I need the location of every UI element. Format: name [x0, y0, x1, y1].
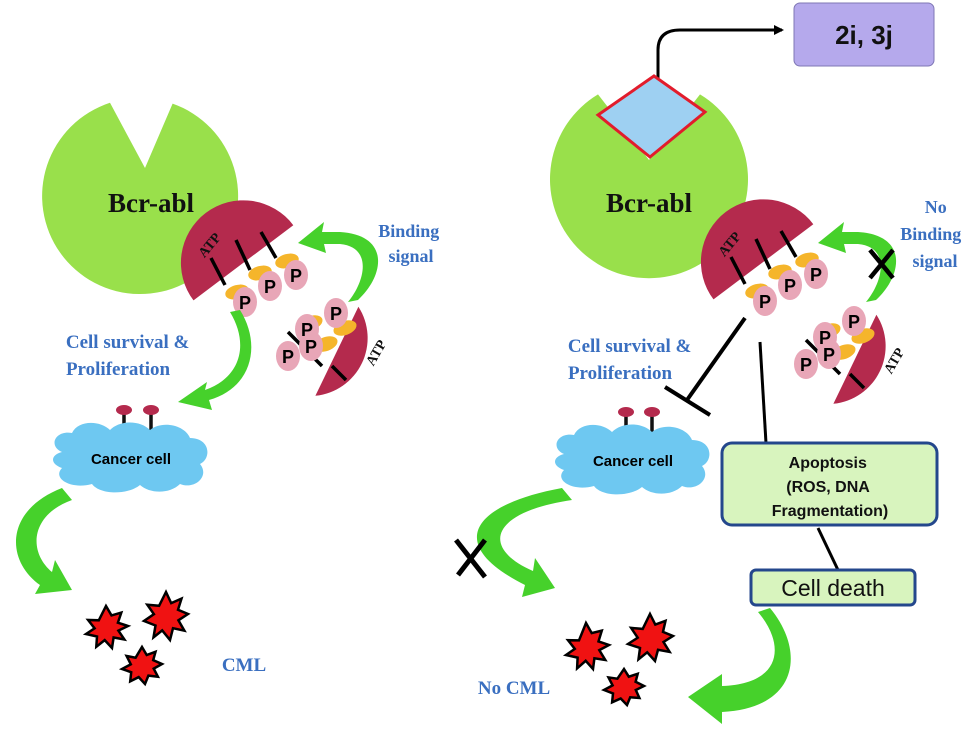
cancer-cell-cloud — [555, 424, 710, 495]
phosphate-label: P — [301, 320, 313, 340]
phosphate-label: P — [784, 276, 796, 296]
binding-signal-arrow — [818, 222, 897, 302]
cancer-cell-cloud — [53, 422, 208, 493]
top-phosphates: P P P — [233, 260, 308, 317]
phosphate-label: P — [848, 312, 860, 332]
red-star — [118, 644, 165, 687]
red-star — [625, 611, 676, 664]
top-bond-lines — [209, 231, 278, 286]
atp-top-domain — [700, 199, 814, 300]
cell-death-arrow — [688, 608, 791, 724]
cancer-cell-right: Cancer cell — [555, 407, 710, 495]
binding-signal-label: Binding signal — [378, 221, 444, 266]
phosphate-label: P — [290, 266, 302, 286]
red-star — [601, 666, 647, 708]
apoptosis-connector — [758, 341, 768, 444]
no-binding-signal-label: No Binding signal — [900, 197, 966, 271]
bottom-phosphates: P P P P — [794, 306, 866, 379]
compound-label: 2i, 3j — [835, 20, 893, 50]
phosphate-label: P — [330, 304, 342, 324]
compound-box — [793, 2, 935, 67]
atp-top-domain — [180, 200, 294, 301]
cell-survival-label: Cell survival & Proliferation — [568, 336, 696, 384]
phosphate-label: P — [823, 345, 835, 365]
block-x-mark — [454, 538, 487, 579]
cml-label: CML — [222, 655, 266, 676]
phosphate-label: P — [282, 347, 294, 367]
no-cml-label: No CML — [478, 678, 550, 699]
cml-cells — [562, 611, 676, 708]
cml-cells — [82, 589, 191, 687]
cell-death-connector — [816, 527, 840, 571]
cancer-cell-label: Cancer cell — [91, 451, 171, 468]
top-phosphates: P P P — [753, 259, 828, 316]
binding-signal-arrow — [298, 222, 379, 302]
cancer-cell-left: Cancer cell — [53, 405, 208, 493]
bcr-abl-label: Bcr-abl — [606, 188, 692, 218]
apoptosis-box — [720, 441, 939, 527]
bottom-phosphates: P P P P — [276, 298, 348, 371]
atp-bottom-label: ATP — [364, 337, 391, 368]
phosphate-label: P — [819, 328, 831, 348]
cell-survival-label: Cell survival & Proliferation — [66, 332, 194, 380]
block-x-mark — [868, 248, 895, 280]
bcr-abl-enzyme — [550, 94, 748, 279]
cancer-cell-label: Cancer cell — [593, 453, 673, 470]
inhibition-t-bar — [663, 316, 747, 417]
compound-arrow — [656, 25, 784, 84]
red-star — [141, 589, 191, 643]
cell-death-box — [749, 568, 917, 607]
left-panel: Bcr-abl ATP P P P ATP — [16, 102, 444, 687]
red-star — [82, 603, 132, 651]
to-cml-arrow — [16, 488, 72, 594]
apoptosis-label: Apoptosis (ROS, DNA Fragmentation) — [772, 455, 888, 520]
top-bond-lines — [729, 230, 798, 285]
red-star — [562, 620, 613, 672]
cell-death-label: Cell death — [781, 575, 885, 601]
phosphate-label: P — [305, 337, 317, 357]
inhibitor-diamond — [595, 74, 708, 159]
to-cml-arrow-blocked — [476, 488, 572, 597]
bcr-abl-label: Bcr-abl — [108, 188, 194, 218]
atp-bottom-label: ATP — [882, 345, 909, 376]
phosphate-label: P — [810, 265, 822, 285]
right-panel: 2i, 3j Bcr-abl ATP P P P ATP — [454, 2, 966, 724]
proliferation-arrow — [178, 310, 252, 410]
phosphate-label: P — [264, 277, 276, 297]
phosphate-label: P — [800, 355, 812, 375]
phosphate-label: P — [239, 293, 251, 313]
phosphate-label: P — [759, 292, 771, 312]
